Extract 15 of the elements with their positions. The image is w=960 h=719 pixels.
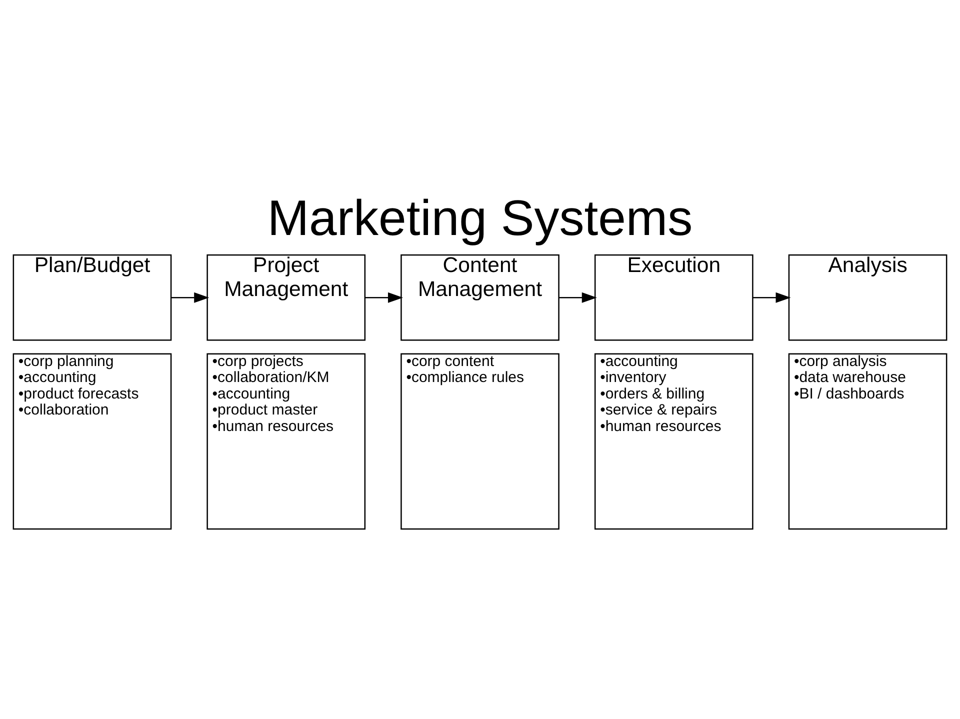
arrow	[365, 292, 404, 303]
node-box: Project Management	[206, 254, 366, 341]
node-box: Content Management	[400, 254, 560, 341]
node-box: Analysis	[788, 254, 948, 341]
node-box: •corp analysis •data warehouse •BI / dashboards	[788, 353, 948, 530]
node-box: •corp planning •accounting •product forecasts •collaboration	[12, 353, 172, 530]
node-box: Plan/Budget	[12, 254, 172, 341]
arrow	[171, 292, 210, 303]
node-box: •corp projects •collaboration/KM •accounting •product master •human resources	[206, 353, 366, 530]
diagram-title: Marketing Systems	[267, 190, 693, 246]
arrow	[753, 292, 791, 303]
node-box: Execution	[594, 254, 754, 341]
node-box: •accounting •inventory •orders & billing •service & repairs •human resources	[594, 353, 754, 530]
arrow	[559, 292, 597, 303]
node-box: •corp content •compliance rules	[400, 353, 560, 530]
